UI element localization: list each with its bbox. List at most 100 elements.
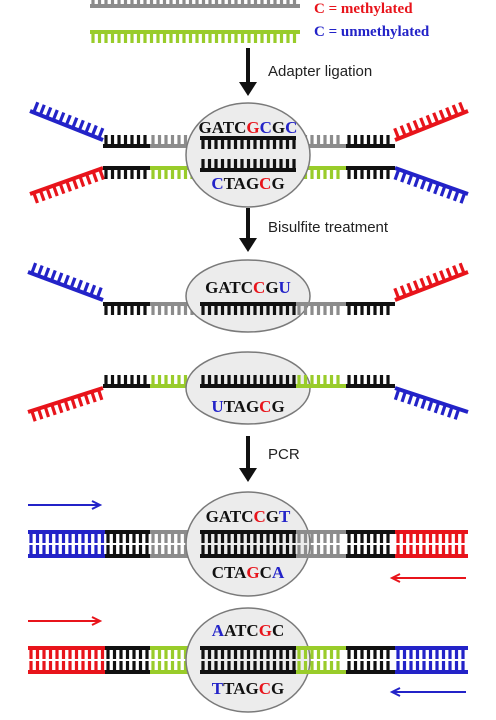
base-tooth: [98, 168, 105, 181]
adapter-arm-bottom-right: [393, 166, 469, 204]
base-tooth: [71, 117, 79, 129]
base-tooth: [400, 390, 407, 403]
base-tooth: [78, 175, 86, 188]
pcr1-center-bottom: [200, 545, 296, 558]
sequence-run: G: [266, 507, 279, 526]
base-tooth: [393, 127, 401, 140]
adapter-core-right-top: [346, 135, 395, 148]
arrow-bisulfite-treatment: [239, 208, 257, 252]
base-tooth: [90, 124, 98, 137]
base-tooth: [38, 104, 46, 116]
base-tooth: [453, 408, 461, 420]
pcr1-insert-right-top: [296, 530, 346, 543]
base-tooth: [32, 192, 39, 204]
sequence-run: TAG: [223, 679, 259, 698]
base-tooth: [458, 262, 466, 275]
bs1-insert-right: [296, 302, 346, 315]
base-tooth: [32, 101, 40, 114]
sequence-run: C: [260, 118, 272, 137]
sequence-run: C: [259, 679, 271, 698]
base-tooth: [432, 112, 440, 124]
base-tooth: [64, 114, 72, 126]
primer-reverse-red: [389, 573, 466, 583]
base-tooth: [452, 189, 460, 202]
base-tooth: [36, 408, 44, 420]
sequence-run: G: [265, 278, 278, 297]
base-tooth: [89, 284, 97, 296]
base-tooth: [399, 125, 407, 137]
base-tooth: [84, 122, 92, 134]
adapter-arm-top-left: [29, 101, 105, 142]
adapter-arm-top-right: [393, 101, 469, 142]
sequence-run: A: [272, 563, 285, 582]
base-tooth: [420, 397, 427, 409]
base-tooth: [30, 410, 37, 422]
base-tooth: [71, 178, 79, 190]
bs2-center: [200, 375, 296, 388]
legend-unmethylated: C = unmethylated: [314, 24, 430, 40]
diagram-layer: [27, 0, 469, 713]
pcr2-core-left-bottom: [105, 661, 150, 674]
base-tooth: [413, 175, 421, 188]
seq-ligated-bottom: CTAGCG: [211, 174, 284, 193]
base-tooth: [445, 267, 453, 280]
base-tooth: [63, 399, 71, 412]
base-tooth: [43, 406, 51, 418]
sequence-run: GATC: [199, 118, 247, 137]
seq-pcr1-bottom: CTAGCA: [212, 563, 285, 582]
base-tooth: [459, 192, 467, 204]
sequence-run: ATC: [224, 621, 259, 640]
base-tooth: [58, 182, 66, 195]
base-tooth: [56, 401, 64, 414]
base-tooth: [51, 109, 59, 121]
step-label-bisulfite-treatment: Bisulfite treatment: [268, 219, 389, 236]
base-tooth: [76, 279, 83, 292]
pcr1-core-left-top: [105, 530, 150, 543]
base-tooth: [426, 180, 434, 192]
base-tooth: [439, 270, 446, 282]
sequence-run: C: [285, 118, 297, 137]
pcr2-insert-right-bottom: [296, 661, 346, 674]
base-tooth: [45, 187, 53, 199]
pcr1-adapter-left-top: [28, 530, 105, 543]
sequence-run: G: [246, 118, 259, 137]
sequence-run: C: [211, 174, 223, 193]
base-tooth: [393, 388, 401, 401]
base-tooth: [43, 267, 51, 279]
base-tooth: [393, 168, 401, 181]
arm-backbone: [27, 270, 104, 302]
sequence-run: C: [253, 278, 265, 297]
pcr2-insert-right-top: [296, 646, 346, 659]
primer-forward-blue: [28, 500, 103, 510]
bs1-adapter-right: [393, 262, 469, 302]
bs2-insert-left: [150, 375, 200, 388]
base-tooth: [439, 185, 447, 197]
base-tooth: [56, 272, 64, 284]
insert-ellipse-ligated: [185, 102, 311, 208]
sequence-run: C: [272, 621, 284, 640]
legend-methylated: C = methylated: [314, 1, 413, 17]
base-tooth: [406, 173, 414, 185]
base-tooth: [451, 104, 459, 116]
arm-backbone: [29, 109, 104, 142]
base-tooth: [419, 277, 427, 290]
bs2-insert-right: [296, 375, 346, 388]
sequence-run: T: [279, 507, 291, 526]
base-tooth: [70, 397, 77, 409]
seq-pcr2-top: AATCGC: [212, 621, 284, 640]
base-tooth: [97, 127, 105, 139]
base-tooth: [419, 178, 427, 190]
base-tooth: [50, 403, 57, 416]
pcr2-adapter-right-bottom: [395, 661, 468, 674]
base-tooth: [49, 269, 57, 282]
base-tooth: [83, 393, 91, 405]
sequence-run: U: [279, 278, 291, 297]
base-tooth: [76, 395, 84, 407]
base-tooth: [412, 280, 420, 292]
base-tooth: [36, 264, 44, 277]
adapter-core-left-top: [103, 135, 150, 148]
base-tooth: [393, 287, 401, 300]
base-tooth: [45, 106, 53, 119]
base-tooth: [425, 114, 433, 127]
arm-backbone: [394, 109, 469, 142]
